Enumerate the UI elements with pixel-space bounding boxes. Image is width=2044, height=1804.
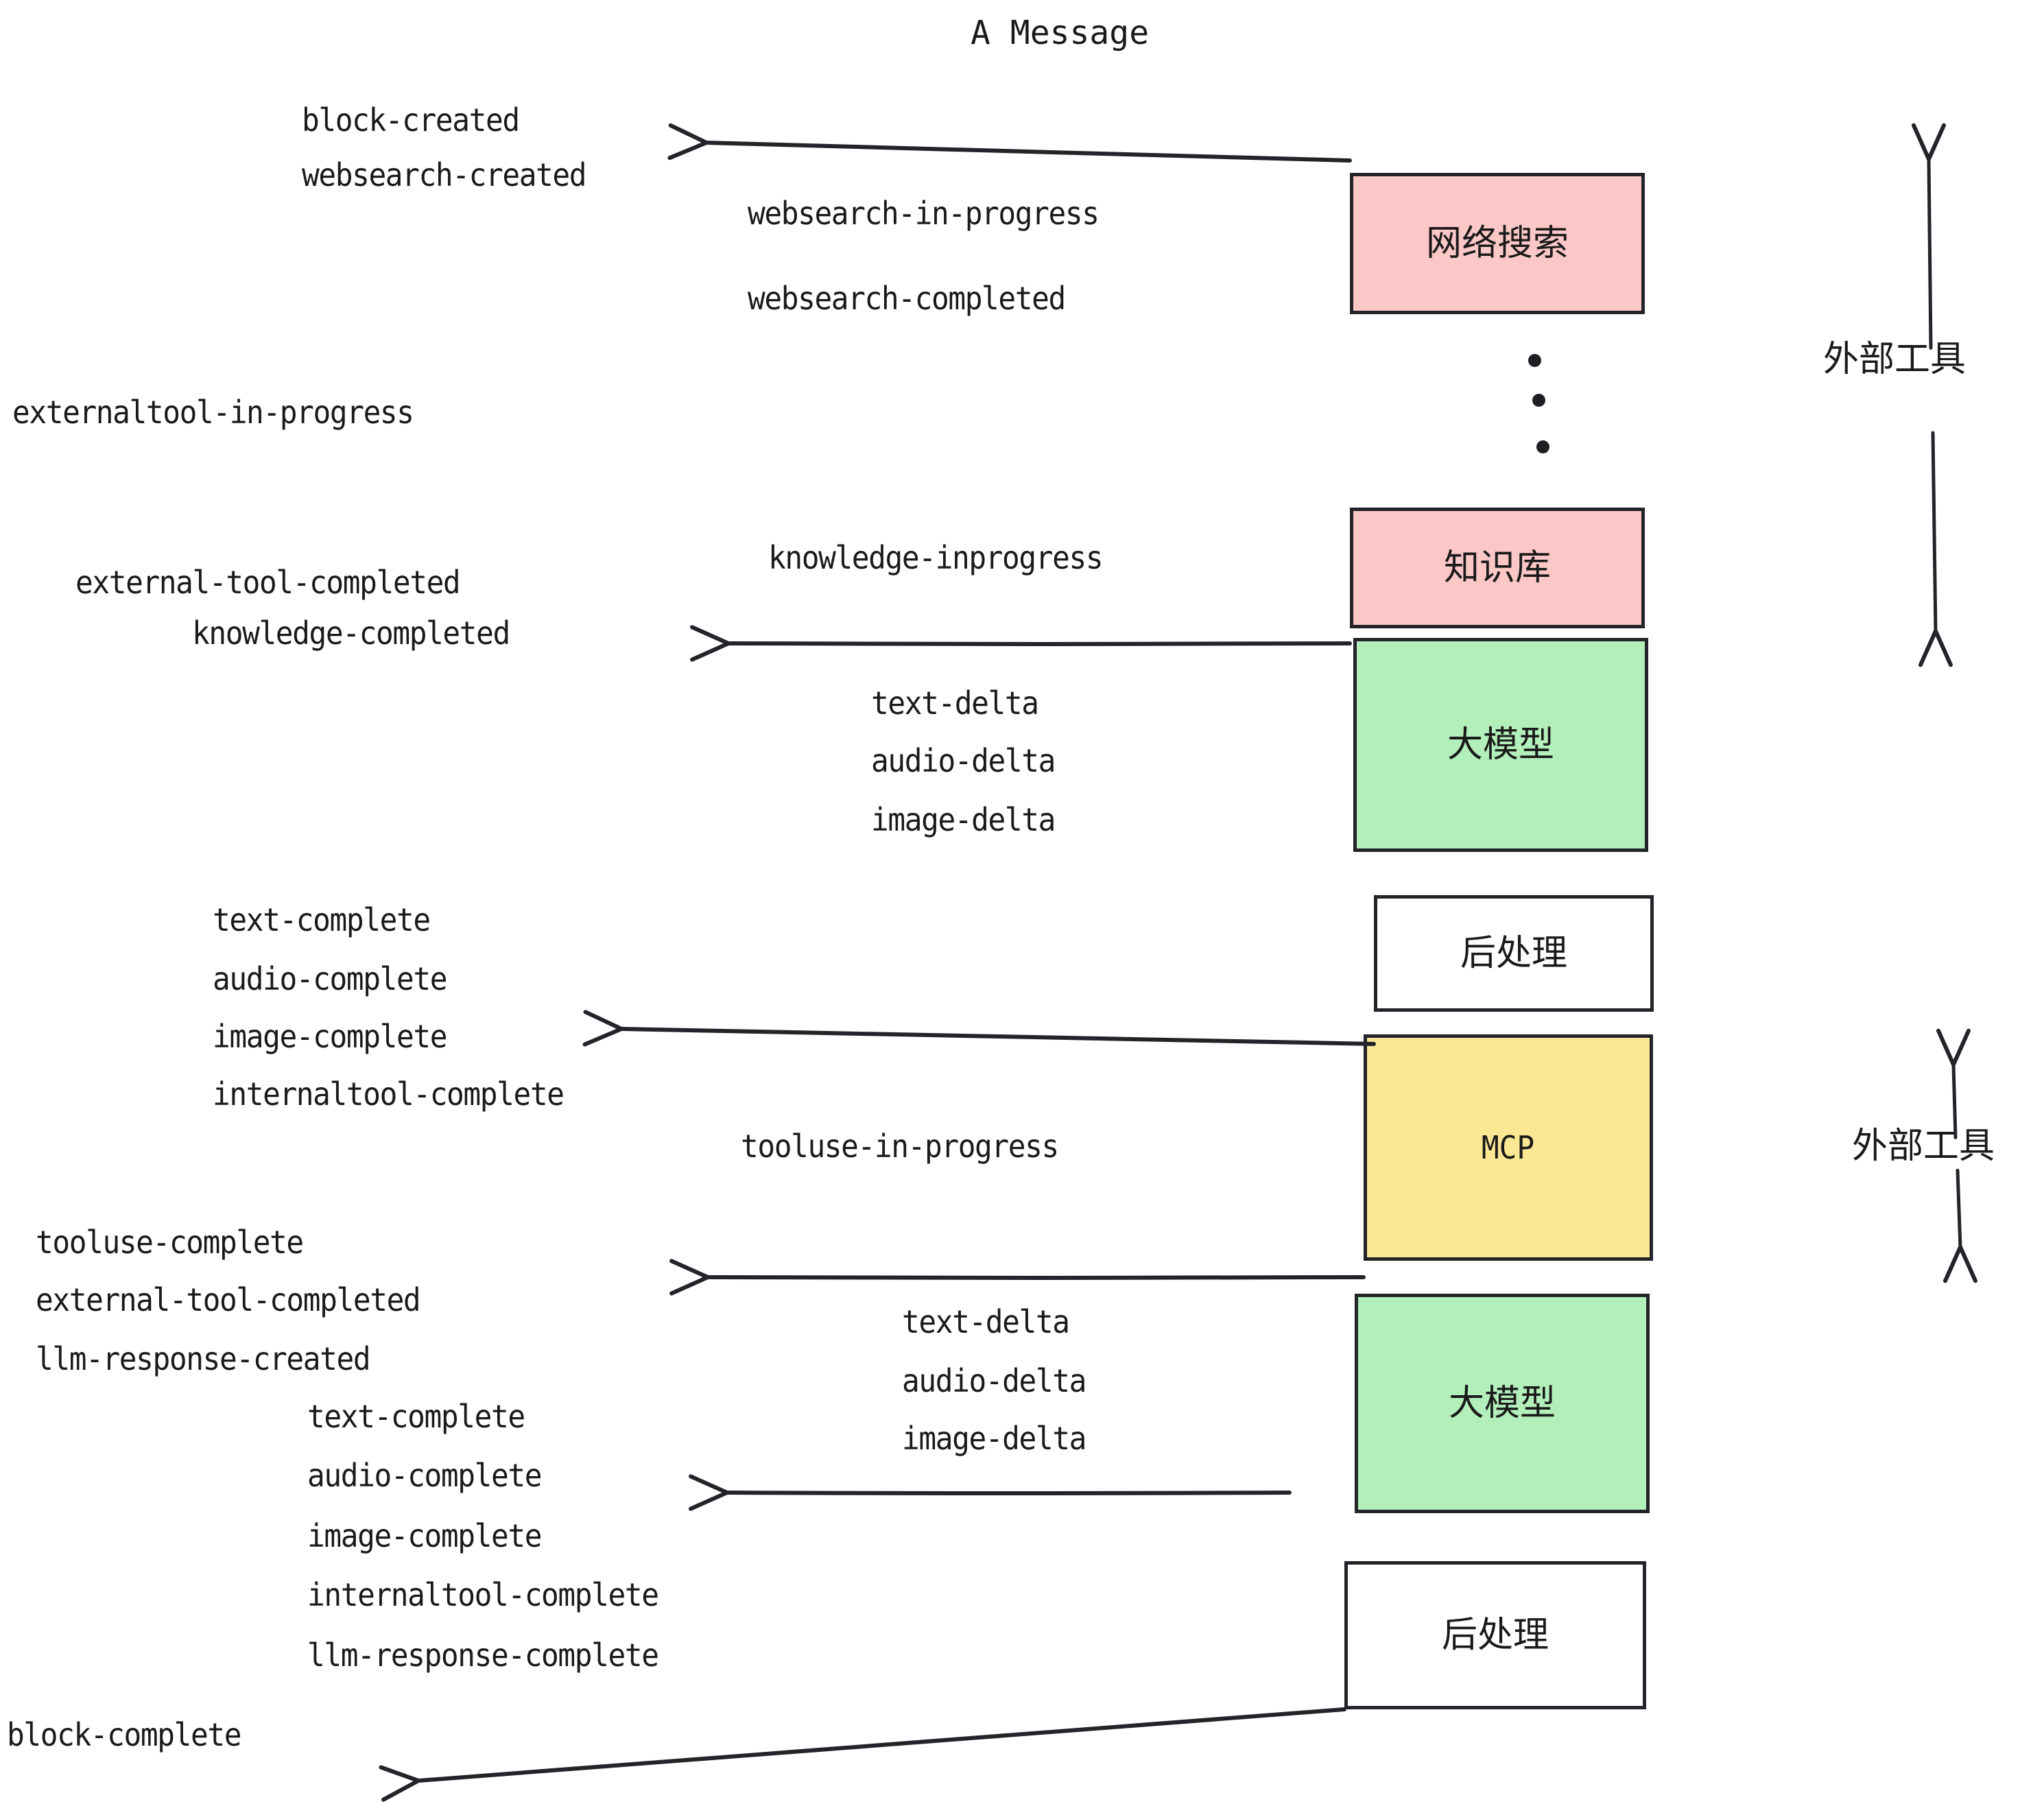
arrow-llm2-to-left [689,1474,1292,1511]
ellipsis-dot [1536,440,1549,453]
event-internaltool-complete-second: internaltool-complete [307,1576,659,1613]
event-external-tool-completed-first: external-tool-completed [75,564,461,601]
node-mcp-label: MCP [1482,1129,1535,1166]
ellipsis-dot [1532,394,1545,407]
node-postprocess-first-label: 后处理 [1460,933,1567,974]
event-externaltool-in-progress: externaltool-in-progress [12,394,414,431]
node-postprocess-first: 后处理 [1374,895,1654,1012]
node-postprocess-second: 后处理 [1344,1561,1646,1709]
event-block-complete: block-complete [7,1716,241,1753]
event-llm-response-created: llm-response-created [36,1340,371,1377]
external-tool-label-bottom: 外部工具 [1852,1126,1995,1167]
node-llm-second: 大模型 [1355,1294,1650,1513]
arrow-postprocess2-to-block [379,1707,1346,1802]
event-text-delta-second: text-delta [902,1303,1070,1340]
arrow-postprocess-to-left [582,1010,1376,1047]
event-image-complete-first: image-complete [213,1018,447,1055]
event-internaltool-complete-first: internaltool-complete [213,1076,565,1113]
node-websearch: 网络搜索 [1350,173,1645,314]
event-tooluse-in-progress: tooluse-in-progress [741,1128,1059,1165]
ellipsis-dot [1528,354,1541,367]
node-postprocess-second-label: 后处理 [1441,1615,1549,1656]
node-mcp: MCP [1364,1034,1653,1261]
node-llm-first: 大模型 [1353,638,1648,852]
event-websearch-completed: websearch-completed [748,280,1066,317]
event-external-tool-completed-second: external-tool-completed [36,1281,421,1318]
external-tool-label-top: 外部工具 [1823,339,1966,380]
node-llm-first-label: 大模型 [1447,724,1554,765]
event-audio-complete-first: audio-complete [213,960,447,997]
event-websearch-in-progress: websearch-in-progress [748,195,1100,232]
event-block-created: block-created [302,102,520,139]
arrow-mcp-to-left [669,1259,1366,1296]
arrow-knowledge-to-left [690,625,1352,662]
event-knowledge-completed: knowledge-completed [192,615,510,652]
arrow-websearch-to-block [667,123,1352,163]
event-image-delta-first: image-delta [871,801,1056,838]
node-knowledge-label: 知识库 [1443,547,1551,589]
external-tool-range-top [1911,123,1953,667]
node-llm-second-label: 大模型 [1448,1383,1556,1424]
page-title: A Message [971,14,1150,52]
event-llm-response-complete: llm-response-complete [307,1637,659,1674]
event-websearch-created: websearch-created [302,156,587,193]
event-tooluse-complete: tooluse-complete [36,1224,304,1261]
event-text-complete-first: text-complete [213,901,431,938]
node-knowledge: 知识库 [1350,508,1645,628]
event-audio-delta-first: audio-delta [871,742,1056,779]
event-audio-complete-second: audio-complete [307,1457,542,1494]
event-text-complete-second: text-complete [307,1398,525,1435]
event-knowledge-inprogress: knowledge-inprogress [768,539,1104,576]
event-image-complete-second: image-complete [307,1517,542,1554]
node-websearch-label: 网络搜索 [1425,223,1569,264]
event-image-delta-second: image-delta [902,1420,1086,1457]
event-audio-delta-second: audio-delta [902,1362,1086,1399]
event-text-delta-first: text-delta [871,685,1039,722]
